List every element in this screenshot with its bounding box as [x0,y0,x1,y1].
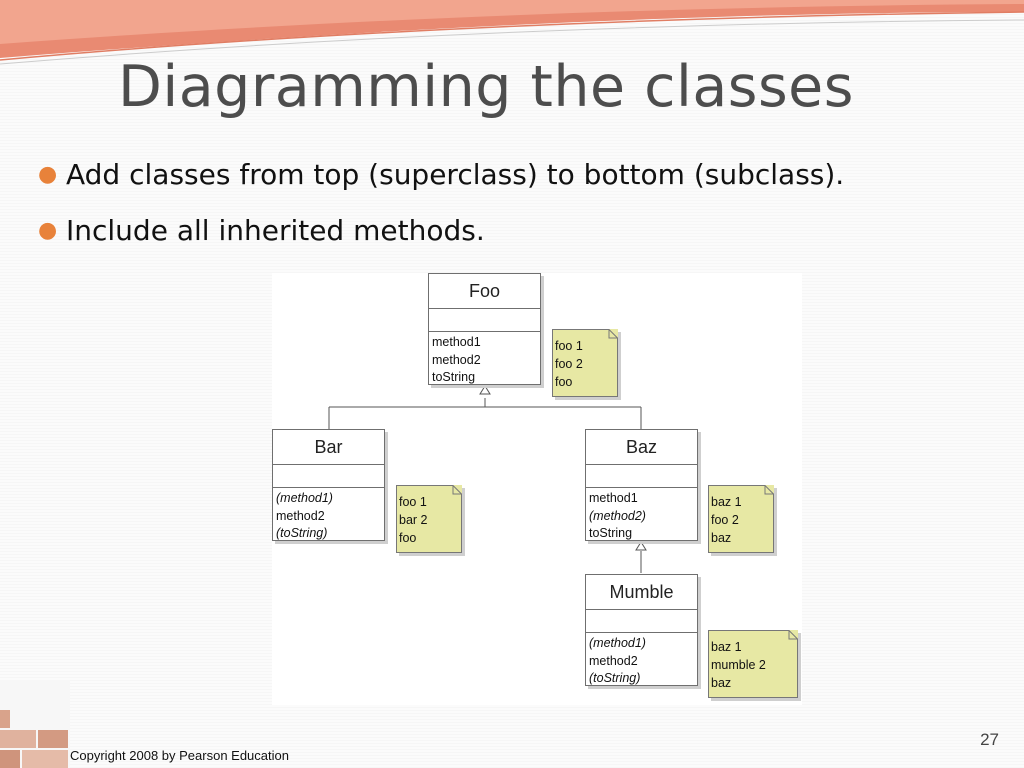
method-label: method2 [276,508,325,523]
note-corner-icon [708,485,774,553]
brick-wall-icon [0,680,70,768]
inheritance-lines [328,385,647,573]
method-label: (method1) [589,636,646,650]
note-text: foo 1 [555,339,583,353]
class-bar[interactable]: Bar (method1) method2 (toString) [272,429,385,541]
class-name: Mumble [586,575,697,610]
method-label: method1 [589,491,638,505]
class-attributes [429,309,540,332]
generalization-arrow-icon [479,385,491,395]
class-name: Bar [273,430,384,465]
uml-class-diagram: Foo method1 method2 toString Bar (method… [272,273,802,705]
class-baz[interactable]: Baz method1 (method2) toString [585,429,698,541]
method-label: toString [589,526,633,540]
note-text: baz 1 [711,495,742,509]
note-corner-icon [552,329,618,397]
method-label: toString [432,370,476,384]
note-text: baz [711,531,732,545]
note-text: baz [711,676,732,690]
class-methods: method1 (method2) toString [586,488,697,543]
note-text: mumble 2 [711,658,766,672]
method-label: method2 [589,653,638,668]
bullet-icon: ● [38,218,58,243]
bullet-icon: ● [38,162,58,187]
note-mumble[interactable]: baz 1 mumble 2 baz [708,630,798,698]
note-corner-icon [396,485,462,553]
method-label: (toString) [276,526,328,540]
class-attributes [273,465,384,488]
note-bar[interactable]: foo 1 bar 2 foo [396,485,462,553]
note-text: foo [555,375,573,389]
class-name: Baz [586,430,697,465]
note-text: baz 1 [711,640,742,654]
class-methods: (method1) method2 (toString) [273,488,384,543]
method-label: (method2) [589,508,646,523]
note-text: foo 1 [399,495,427,509]
note-baz[interactable]: baz 1 foo 2 baz [708,485,774,553]
class-methods: method1 method2 toString [429,332,540,387]
note-corner-icon [708,630,798,698]
method-label: method1 [432,335,481,349]
class-name: Foo [429,274,540,309]
page-number: 27 [980,730,999,749]
note-foo[interactable]: foo 1 foo 2 foo [552,329,618,397]
method-label: (method1) [276,491,333,505]
bullet-list: ● Add classes from top (superclass) to b… [38,157,844,269]
class-attributes [586,465,697,488]
bullet-item: ● Add classes from top (superclass) to b… [38,157,844,213]
header-swoosh [0,0,1024,65]
bullet-text: Include all inherited methods. [66,214,485,247]
class-foo[interactable]: Foo method1 method2 toString [428,273,541,385]
slide-title: Diagramming the classes [118,54,854,120]
bullet-text: Add classes from top (superclass) to bot… [66,158,845,191]
method-label: (toString) [589,671,641,685]
copyright-text: Copyright 2008 by Pearson Education [70,748,289,763]
note-text: foo 2 [555,357,583,371]
bullet-item: ● Include all inherited methods. [38,213,844,269]
note-text: bar 2 [399,513,428,527]
generalization-arrow-icon [635,541,647,551]
class-mumble[interactable]: Mumble (method1) method2 (toString) [585,574,698,686]
note-text: foo 2 [711,513,739,527]
note-text: foo [399,531,417,545]
class-methods: (method1) method2 (toString) [586,633,697,688]
class-attributes [586,610,697,633]
method-label: method2 [432,352,481,367]
